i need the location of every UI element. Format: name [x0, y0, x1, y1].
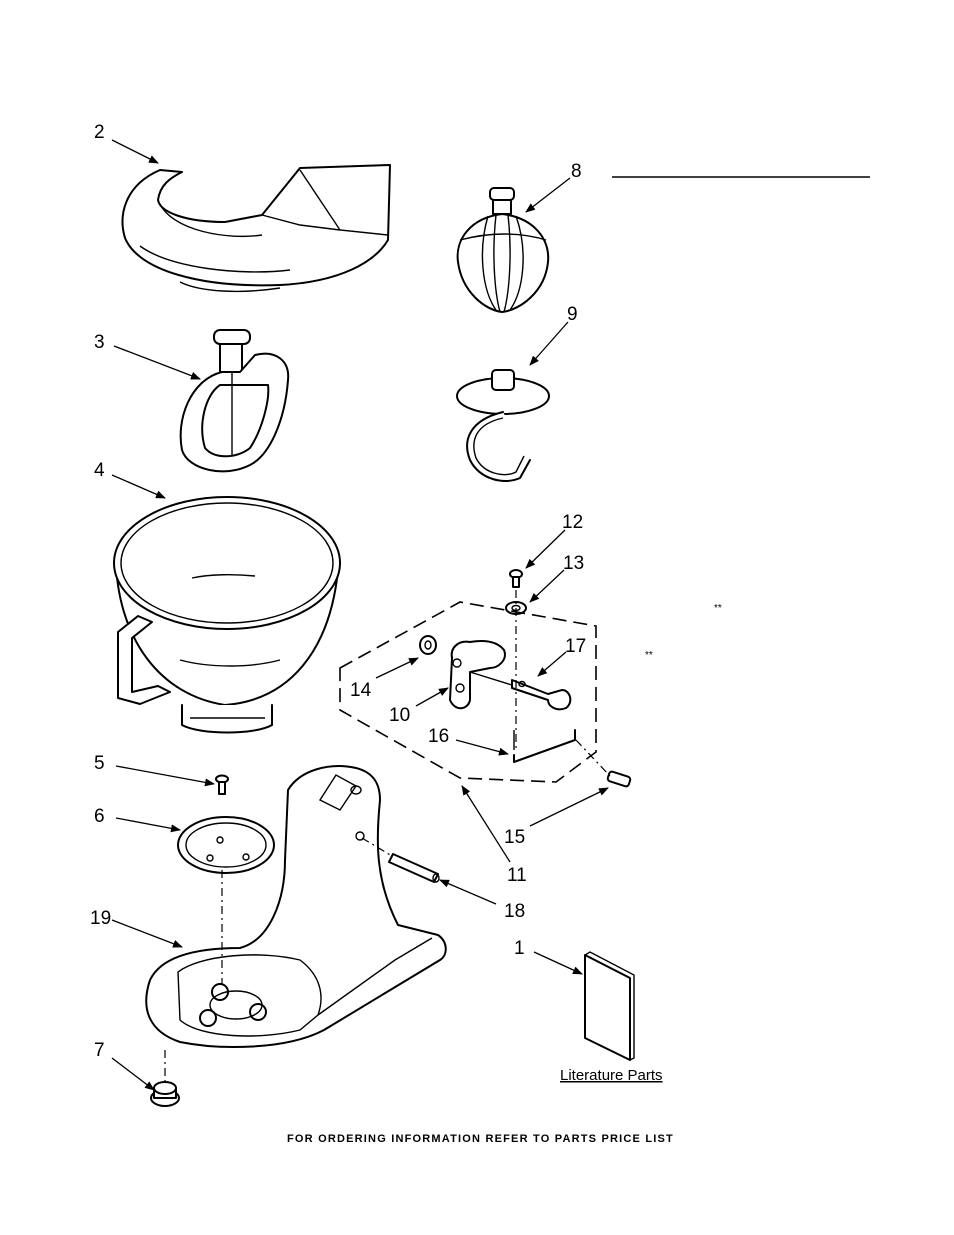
screw-5-part	[216, 776, 228, 795]
callout-15: 15	[504, 827, 525, 848]
hinge-pin-part	[389, 854, 439, 882]
callout-6: 6	[94, 806, 105, 827]
screw-12-part	[510, 570, 522, 587]
callout-3: 3	[94, 332, 105, 353]
callout-4: 4	[94, 460, 105, 481]
leader-14	[376, 658, 418, 678]
leader-13	[530, 570, 564, 602]
mixing-bowl-part	[114, 497, 340, 733]
callout-2: 2	[94, 122, 105, 143]
callout-9: 9	[567, 304, 578, 325]
dough-hook-part	[457, 370, 549, 481]
asterisk-mark-1: **	[714, 603, 722, 614]
leader-8	[526, 178, 570, 212]
leader-12	[526, 530, 565, 568]
lock-rod-part	[514, 730, 575, 762]
leader-16	[456, 740, 508, 754]
callout-7: 7	[94, 1040, 105, 1061]
footer-ordering-note: FOR ORDERING INFORMATION REFER TO PARTS …	[287, 1133, 674, 1145]
leader-17	[538, 652, 566, 676]
trim-plate-part	[178, 817, 274, 873]
leader-18	[440, 880, 496, 904]
leader-7	[112, 1058, 154, 1090]
literature-parts-label: Literature Parts	[560, 1067, 663, 1084]
asterisk-mark-2: **	[645, 650, 653, 661]
leader-5	[116, 766, 214, 784]
leader-9	[530, 322, 568, 365]
callout-10: 10	[389, 705, 410, 726]
callout-5: 5	[94, 753, 105, 774]
literature-booklet-part	[585, 952, 634, 1060]
leader-15	[530, 788, 608, 826]
leader-6	[116, 818, 180, 830]
callout-16: 16	[428, 726, 449, 747]
callout-19: 19	[90, 908, 111, 929]
latch-lever-part	[512, 680, 570, 709]
pin-15-part	[607, 771, 631, 787]
callout-11: 11	[507, 865, 527, 886]
callout-13: 13	[563, 553, 584, 574]
leader-19	[112, 920, 182, 947]
callout-18: 18	[504, 901, 525, 922]
leader-1	[534, 952, 582, 974]
wire-whip-part	[458, 188, 549, 312]
callout-8: 8	[571, 161, 582, 182]
leader-11	[462, 786, 510, 862]
pouring-shield-part	[123, 165, 390, 291]
leader-10	[416, 688, 448, 706]
callout-12: 12	[562, 512, 583, 533]
rubber-foot-part	[151, 1082, 179, 1106]
callout-17: 17	[565, 636, 586, 657]
leader-3	[114, 346, 200, 379]
align-line-15	[576, 740, 610, 776]
mixer-base-part	[146, 766, 446, 1047]
flat-beater-part	[181, 330, 289, 471]
leader-4	[112, 475, 165, 498]
washer-14-part	[420, 636, 436, 654]
callout-14: 14	[350, 680, 372, 701]
leader-2	[112, 140, 158, 163]
callout-1: 1	[514, 938, 525, 959]
